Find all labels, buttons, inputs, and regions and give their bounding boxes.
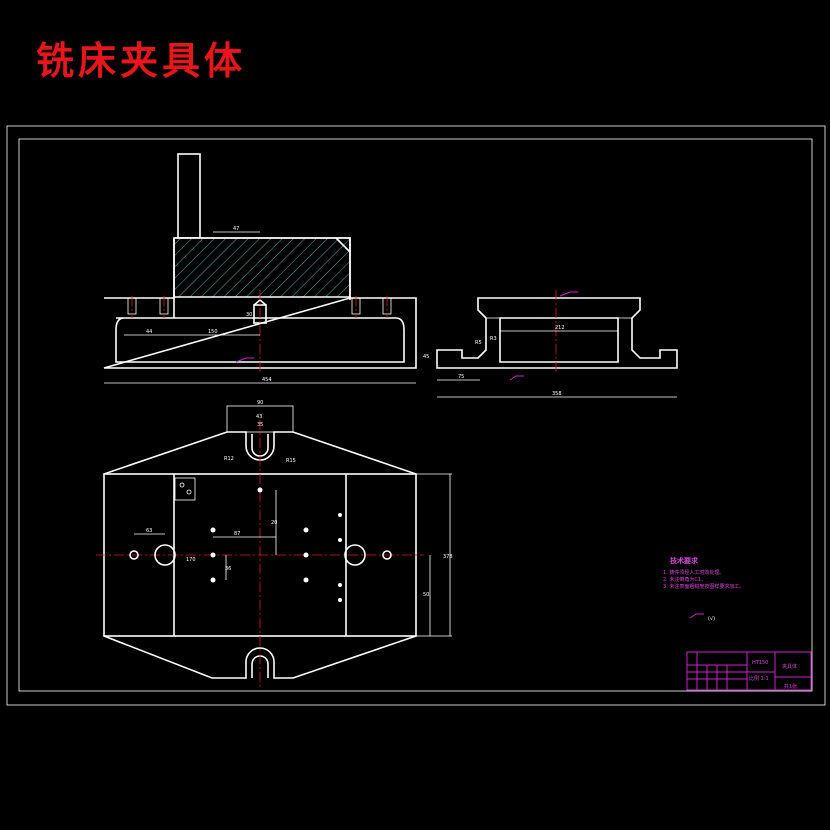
note-1: 1. 铸件须经人工时效处理。 — [663, 569, 724, 576]
locating-pin — [177, 153, 201, 239]
dim-20: 20 — [271, 520, 277, 526]
dim-44: 44 — [146, 329, 152, 335]
title-block: HT150 比例 1:1 夹具体 共1张 — [686, 651, 812, 691]
dim-45: 45 — [423, 354, 429, 360]
dim-150: 150 — [208, 329, 218, 335]
side-view: 212 45 75 358 R5 R3 — [423, 290, 678, 398]
dim-358: 358 — [552, 391, 562, 397]
notes-heading: 技术要求 — [670, 556, 699, 565]
inner-frame — [18, 138, 813, 692]
dim-43: 43 — [256, 414, 262, 420]
drawing-title: 铣床夹具体 — [36, 38, 247, 83]
technical-notes: 技术要求 1. 铸件须经人工时效处理。 2. 未注倒角为C1。 3. 未注表面粗… — [663, 556, 744, 622]
dim-30: 30 — [246, 312, 252, 318]
dim-63: 63 — [146, 528, 152, 534]
dim-87: 87 — [234, 531, 240, 537]
note-3: 3. 未注表面粗糙度按图样要求加工。 — [663, 583, 744, 590]
dim-r12: R12 — [224, 456, 234, 462]
top-view: 90 43 35 R12 R15 63 170 — [96, 400, 453, 688]
title-block-name: 夹具体 — [782, 663, 797, 670]
front-section-hatch — [173, 237, 351, 298]
dim-212: 212 — [555, 325, 565, 331]
dim-36: 36 — [225, 566, 231, 572]
note-2: 2. 未注倒角为C1。 — [663, 576, 706, 583]
dim-378: 378 — [443, 554, 453, 560]
dim-r5: R5 — [475, 340, 482, 346]
outer-frame — [6, 125, 826, 706]
dim-50: 50 — [423, 592, 429, 598]
dim-r15: R15 — [286, 458, 296, 464]
dim-r3: R3 — [490, 336, 497, 342]
roughness-symbol: (√) — [708, 616, 715, 622]
title-block-material: HT150 — [752, 660, 768, 666]
dim-454: 454 — [262, 377, 272, 383]
dim-90: 90 — [257, 400, 263, 406]
front-view: 47 44 150 30 454 — [103, 153, 417, 384]
title-block-scale: 比例 1:1 — [749, 675, 769, 682]
dim-75: 75 — [458, 374, 464, 380]
dim-170: 170 — [186, 557, 196, 563]
dim-47: 47 — [233, 226, 239, 232]
title-block-sheet: 共1张 — [784, 683, 797, 690]
